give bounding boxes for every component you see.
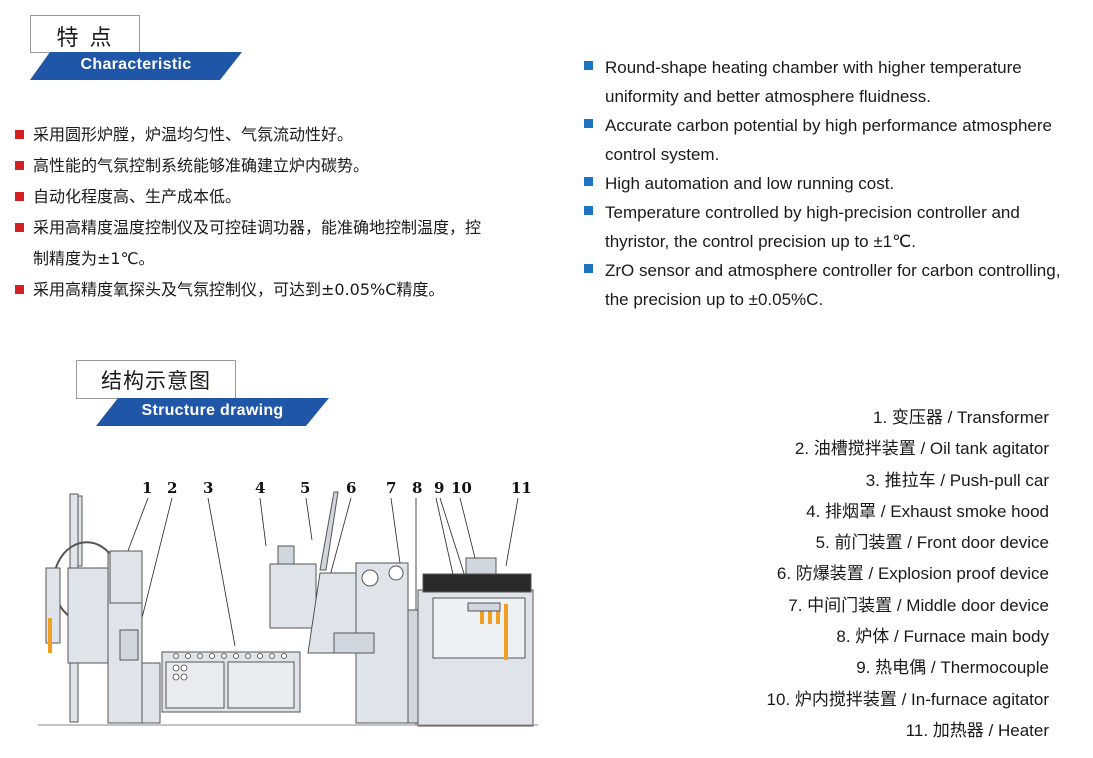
transformer-bar [77, 495, 83, 567]
features-title-banner: Characteristic [30, 52, 242, 80]
legend-item: 1. 变压器 / Transformer [872, 408, 1049, 427]
furnace-roof-heater [422, 573, 532, 593]
features-list-en: Round-shape heating chamber with higher … [584, 53, 1064, 314]
heater-elements [480, 604, 508, 660]
bullet-square-icon [15, 130, 24, 139]
bullet-square-icon [15, 285, 24, 294]
door-pulley-right [388, 565, 404, 581]
callout-11: 11 [511, 479, 532, 497]
legend-item: 10. 炉内搅拌装置 / In-furnace agitator [766, 689, 1050, 709]
callout-6: 6 [346, 479, 356, 497]
legend-item: 2. 油槽搅拌装置 / Oil tank agitator [794, 439, 1049, 459]
bullet-square-icon [15, 223, 24, 232]
callout-1: 1 [142, 479, 152, 497]
list-item: High automation and low running cost. [584, 169, 1064, 198]
front-door-rod [319, 491, 339, 571]
banner-shape [30, 52, 242, 80]
legend-item: 5. 前门装置 / Front door device [815, 533, 1049, 553]
legend-item: 7. 中间门装置 / Middle door device [788, 595, 1049, 615]
hood-chimney [277, 545, 295, 565]
callout-2: 2 [167, 479, 177, 497]
bullet-square-icon [584, 264, 593, 273]
list-item: 采用高精度温度控制仪及可控硅调功器，能准确地控制温度，控制精度为±1℃。 [15, 212, 495, 274]
structure-title-banner: Structure drawing [96, 398, 329, 426]
banner-shape [96, 398, 329, 426]
in-furnace-agitator-motor [465, 557, 497, 575]
legend-item: 11. 加热器 / Heater [905, 720, 1049, 740]
legend-item: 8. 炉体 / Furnace main body [836, 627, 1049, 647]
callout-10: 10 [451, 479, 472, 497]
bullet-square-icon [15, 161, 24, 170]
callout-4: 4 [255, 479, 265, 497]
oil-tank-base [141, 662, 161, 724]
legend-item: 3. 推拉车 / Push-pull car [865, 470, 1049, 490]
list-item: 采用高精度氧探头及气氛控制仪，可达到±0.05%C精度。 [15, 274, 515, 305]
legend-item: 9. 热电偶 / Thermocouple [856, 658, 1049, 678]
oil-tank-heater [48, 618, 52, 653]
bullet-square-icon [584, 206, 593, 215]
transformer-box [109, 550, 143, 604]
features-title-cn: 特 点 [30, 15, 140, 53]
list-item: Round-shape heating chamber with higher … [584, 53, 1064, 111]
bullet-square-icon [15, 192, 24, 201]
structure-title-en: Structure drawing [141, 402, 284, 419]
oil-tank-left [67, 567, 109, 664]
furnace-structure-drawing: 1 2 3 4 5 6 7 8 9 10 11 [38, 479, 538, 727]
legend-item: 6. 防爆装置 / Explosion proof device [776, 564, 1049, 584]
callout-5: 5 [300, 479, 310, 497]
thermocouple [467, 602, 501, 612]
structure-title-cn: 结构示意图 [76, 360, 236, 399]
bullet-square-icon [584, 119, 593, 128]
callout-9: 9 [434, 479, 444, 497]
list-item: 采用圆形炉膛，炉温均匀性、气氛流动性好。 [15, 119, 515, 150]
door-pulley-left [361, 569, 379, 587]
furnace-machine [45, 491, 534, 727]
bullet-square-icon [584, 177, 593, 186]
list-item: 高性能的气氛控制系统能够准确建立炉内碳势。 [15, 150, 515, 181]
car-panel-right [227, 661, 295, 709]
bullet-square-icon [584, 61, 593, 70]
middle-door-mechanism [333, 632, 375, 654]
structure-legend: 1. 变压器 / Transformer 2. 油槽搅拌装置 / Oil tan… [767, 402, 1050, 746]
exhaust-smoke-hood [269, 563, 317, 629]
callout-8: 8 [412, 479, 422, 497]
agitator-motor [119, 629, 139, 661]
list-item: Temperature controlled by high-precision… [584, 198, 1064, 256]
list-item: Accurate carbon potential by high perfor… [584, 111, 1064, 169]
car-rollers [172, 653, 287, 681]
features-list-cn: 采用圆形炉膛，炉温均匀性、气氛流动性好。 高性能的气氛控制系统能够准确建立炉内碳… [15, 119, 515, 305]
features-title-en: Characteristic [80, 56, 192, 73]
middle-door [407, 609, 419, 724]
list-item: ZrO sensor and atmosphere controller for… [584, 256, 1064, 314]
callout-3: 3 [203, 479, 213, 497]
list-item: 自动化程度高、生产成本低。 [15, 181, 515, 212]
legend-item: 4. 排烟罩 / Exhaust smoke hood [806, 501, 1049, 521]
callout-7: 7 [386, 479, 396, 497]
